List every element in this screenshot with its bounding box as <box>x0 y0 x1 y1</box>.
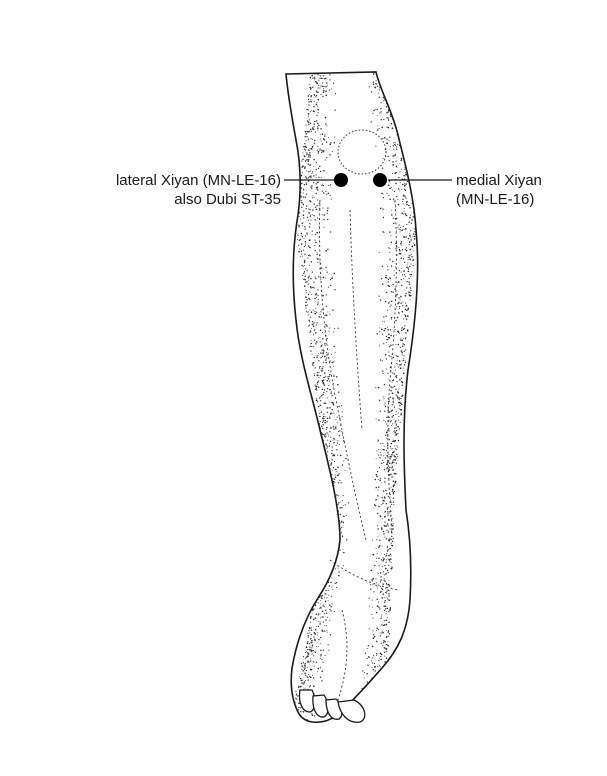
lateral-xiyan-label-line2: also Dubi ST-35 <box>116 190 281 209</box>
medial-xiyan-label: medial Xiyan (MN-LE-16) <box>456 171 542 209</box>
medial-xiyan-point <box>373 173 387 187</box>
lateral-xiyan-label: lateral Xiyan (MN-LE-16) also Dubi ST-35 <box>116 171 281 209</box>
medial-xiyan-label-line1: medial Xiyan <box>456 171 542 190</box>
lateral-xiyan-point <box>334 173 348 187</box>
medial-xiyan-label-line2: (MN-LE-16) <box>456 190 542 209</box>
lateral-xiyan-label-line1: lateral Xiyan (MN-LE-16) <box>116 171 281 190</box>
